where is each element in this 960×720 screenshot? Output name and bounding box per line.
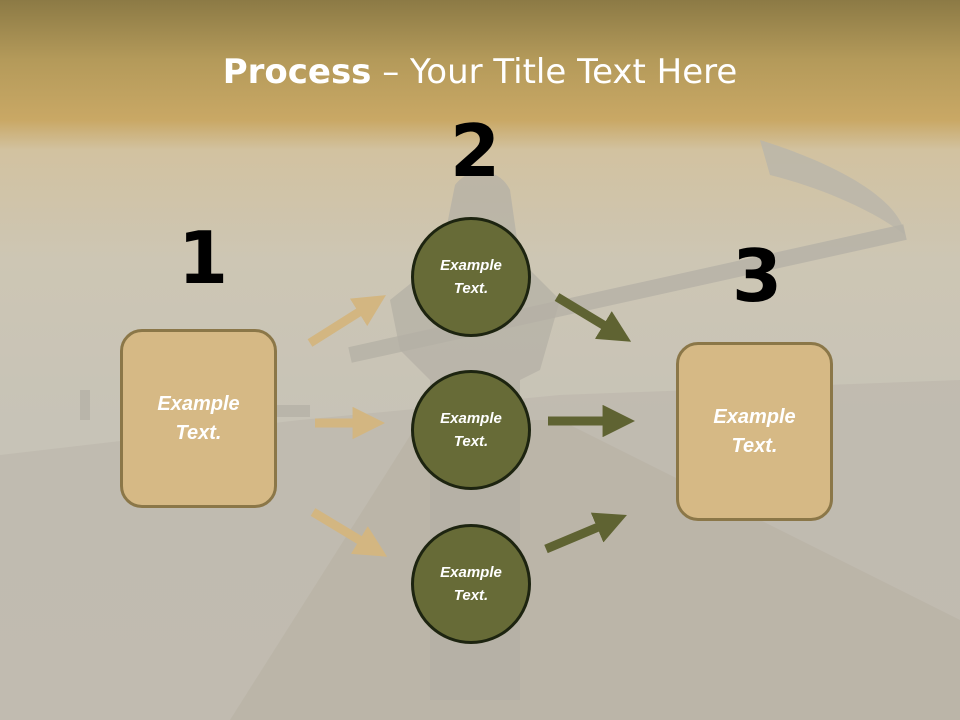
arrow-bottom-to-right (544, 512, 627, 554)
arrow-left-to-bottom (310, 508, 388, 557)
step-number-3: 3 (732, 234, 783, 318)
circle-bottom-line1: Example (440, 564, 502, 581)
circle-top-line2: Text. (453, 280, 489, 297)
circle-bottom: Example Text. (411, 524, 531, 644)
right-text-box: Example Text. (676, 342, 833, 521)
left-text-box: Example Text. (120, 329, 277, 508)
title-bold: Process (222, 52, 372, 92)
step-number-2: 2 (450, 109, 501, 193)
slide-title: Process – Your Title Text Here (0, 52, 960, 92)
circle-bottom-line2: Text. (453, 587, 489, 604)
circle-middle: Example Text. (411, 370, 531, 490)
arrow-top-to-right (554, 293, 632, 342)
step-number-1: 1 (178, 216, 229, 300)
title-rest: – Your Title Text Here (371, 52, 738, 92)
right-box-line1: Example (713, 405, 796, 428)
circle-top: Example Text. (411, 217, 531, 337)
right-box-line2: Text. (731, 434, 778, 457)
left-box-line1: Example (157, 392, 240, 415)
left-box-line2: Text. (175, 421, 222, 444)
circle-top-line1: Example (440, 257, 502, 274)
circle-middle-line2: Text. (453, 433, 489, 450)
arrow-left-to-top (307, 295, 386, 347)
circle-middle-line1: Example (440, 410, 502, 427)
